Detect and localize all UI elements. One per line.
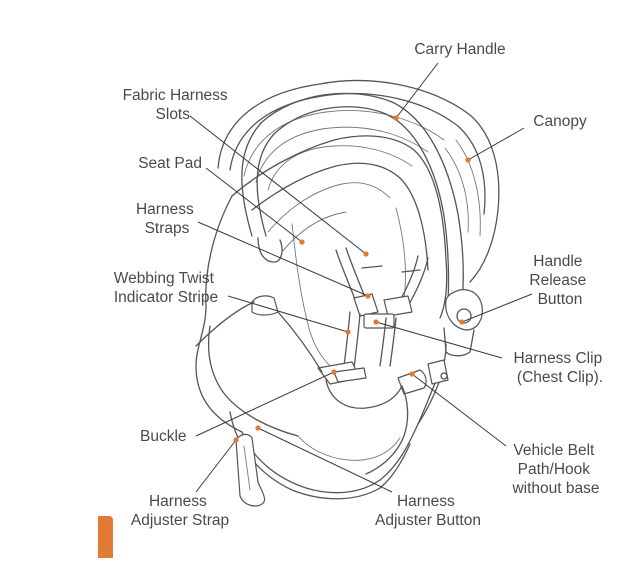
dot-harness-adjuster-strap [233, 437, 239, 443]
leader-handle-release [461, 293, 533, 323]
dot-vehicle-belt [409, 371, 415, 377]
label-buckle: Buckle [140, 428, 187, 445]
dot-carry-handle [393, 115, 399, 121]
dot-harness-clip [373, 319, 379, 325]
leader-harness-clip [375, 321, 503, 359]
label-harness-straps: Harness Straps [136, 201, 198, 237]
leader-lines [189, 62, 533, 493]
label-harness-adjuster-button: Harness Adjuster Button [375, 493, 481, 529]
leader-seat-pad [205, 167, 303, 243]
dot-handle-release [459, 319, 465, 325]
label-vehicle-belt: Vehicle Belt Path/Hook without base [511, 442, 599, 497]
leader-canopy [467, 127, 525, 161]
leader-webbing-twist [227, 295, 349, 333]
orange-edge-tab [98, 516, 113, 558]
dot-harness-straps [365, 293, 371, 299]
label-seat-pad: Seat Pad [138, 155, 202, 172]
label-harness-clip: Harness Clip (Chest Clip). [513, 350, 606, 386]
label-canopy: Canopy [533, 113, 587, 130]
dot-seat-pad [299, 239, 305, 245]
label-carry-handle: Carry Handle [414, 41, 505, 58]
leader-harness-adjuster-strap [195, 439, 237, 493]
car-seat-illustration [195, 79, 500, 507]
dot-fabric-harness-slots [363, 251, 369, 257]
leader-carry-handle [395, 62, 439, 119]
leader-vehicle-belt [411, 373, 507, 447]
dot-webbing-twist [345, 329, 351, 335]
leader-harness-adjuster-button [257, 427, 393, 493]
leader-buckle [195, 371, 335, 437]
dot-canopy [465, 157, 471, 163]
callout-dots [233, 115, 471, 443]
dot-harness-adjuster-button [255, 425, 261, 431]
label-webbing-twist: Webbing Twist Indicator Stripe [114, 270, 219, 306]
labels: Carry Handle Fabric Harness Slots Canopy… [114, 41, 606, 529]
leader-fabric-harness-slots [189, 115, 367, 255]
label-fabric-harness-slots: Fabric Harness Slots [123, 87, 232, 123]
dot-buckle [331, 369, 337, 375]
label-handle-release: Handle Release Button [529, 253, 590, 308]
label-harness-adjuster-strap: Harness Adjuster Strap [131, 493, 229, 529]
leader-harness-straps [197, 221, 369, 297]
